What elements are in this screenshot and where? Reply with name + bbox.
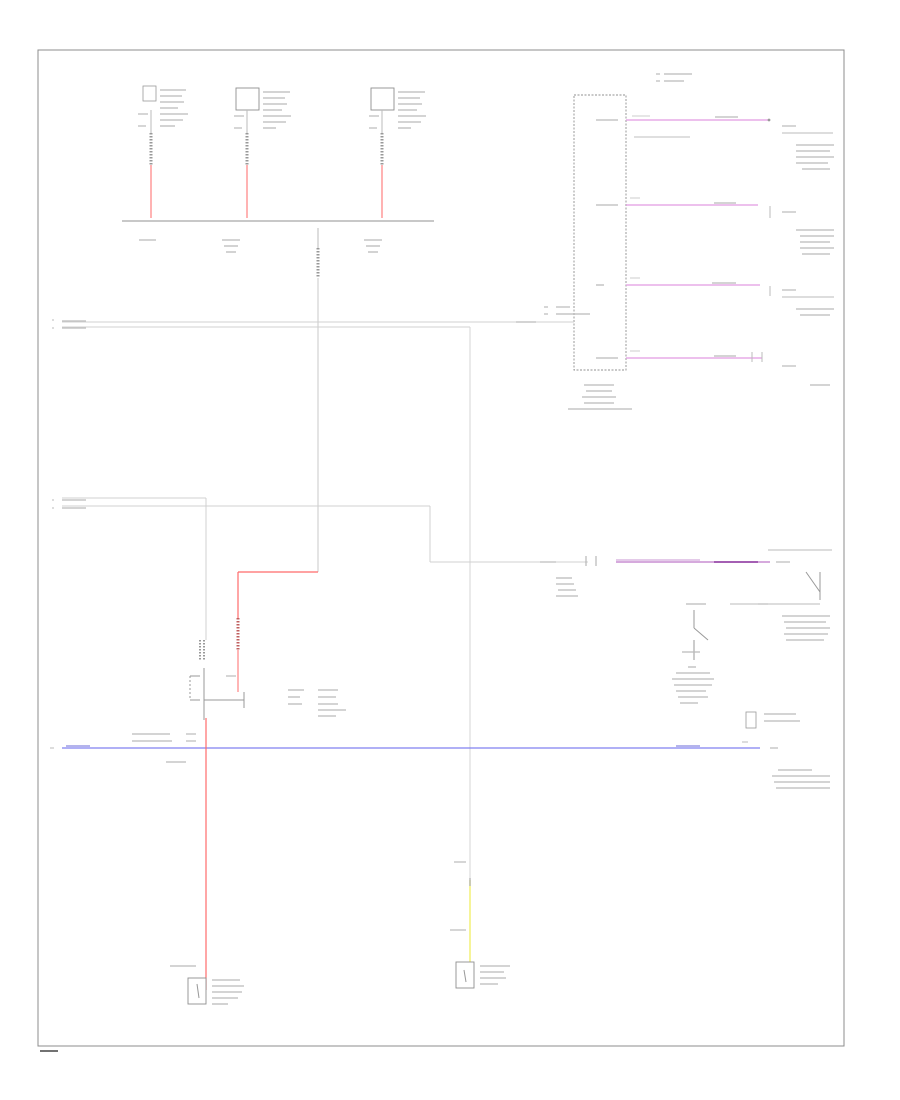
ground-bus	[50, 711, 830, 789]
power-circuit-lower	[170, 718, 207, 990]
signal-circuit-4	[596, 350, 830, 386]
module-1-text-lines	[160, 89, 188, 127]
bottom-sensor-right	[455, 961, 510, 989]
module-2-pin-text	[234, 115, 244, 129]
module-1-pin-text	[138, 113, 148, 127]
signal-circuit-1	[596, 115, 834, 170]
bus-labels	[139, 239, 382, 253]
bottom-sensor-left	[187, 977, 244, 1005]
module-group-top-left	[122, 85, 434, 572]
switch-circuit	[540, 549, 832, 704]
relay-junction	[189, 640, 346, 720]
connector-block-top-right	[568, 73, 834, 410]
upper-wire-pair	[52, 306, 590, 880]
signal-circuit-2	[596, 197, 834, 255]
module-1-box	[142, 85, 157, 102]
module-3-text-lines	[398, 91, 426, 129]
module-2-box	[235, 87, 260, 111]
middle-wire-pair	[52, 497, 588, 640]
module-2-text-lines	[263, 91, 291, 129]
module-3-box	[370, 87, 395, 111]
power-circuit-middle	[226, 571, 318, 692]
signal-circuit-3	[596, 277, 834, 316]
diagram-frame	[37, 49, 845, 1047]
connector-block	[573, 94, 627, 371]
module-3-pin-text	[369, 115, 379, 129]
legend-lines	[656, 73, 692, 82]
yellow-circuit	[450, 861, 471, 966]
connector-block-caption	[568, 384, 632, 410]
